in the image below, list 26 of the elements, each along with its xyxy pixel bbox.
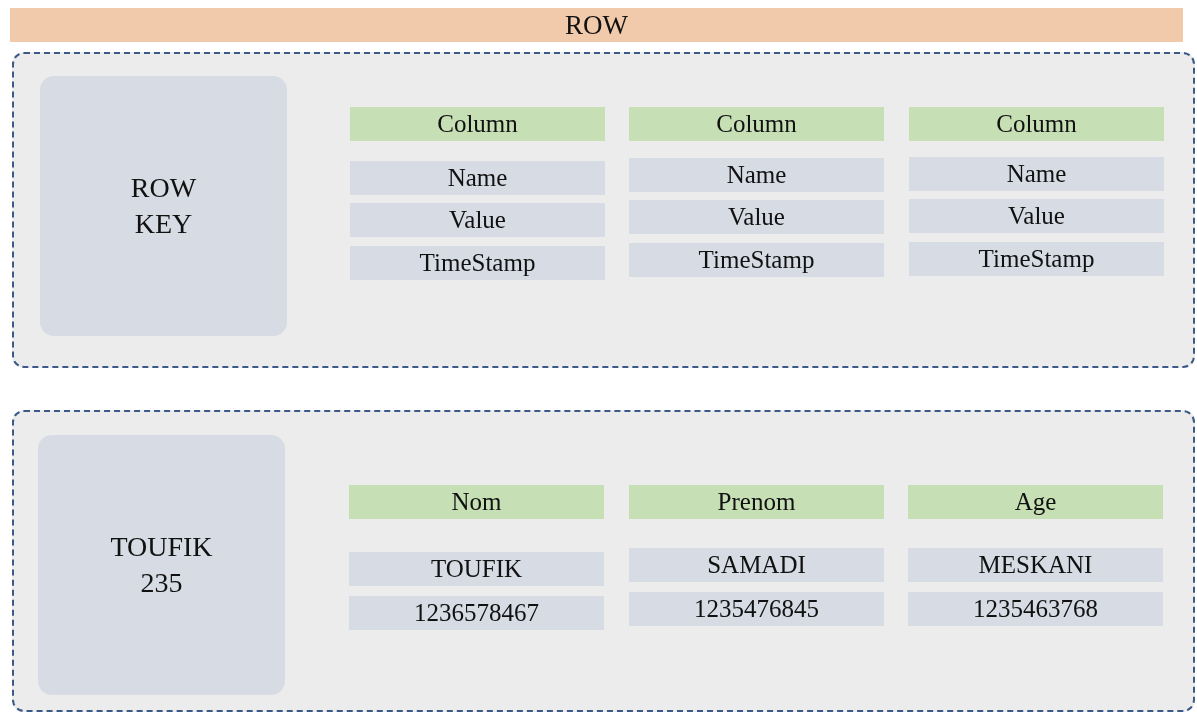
field-cell: SAMADI	[629, 548, 884, 582]
field-cell: Name	[350, 161, 605, 195]
field-cell: TOUFIK	[349, 552, 604, 586]
column-header: Column	[629, 107, 884, 141]
field-cell: Value	[350, 203, 605, 237]
field-cell: Value	[909, 199, 1164, 233]
field-cell: TimeStamp	[629, 243, 884, 277]
column-header: Age	[908, 485, 1163, 519]
column-header: Column	[350, 107, 605, 141]
field-cell: MESKANI	[908, 548, 1163, 582]
field-cell: Name	[629, 158, 884, 192]
column-header: Prenom	[629, 485, 884, 519]
row-container	[12, 52, 1195, 368]
row-key-panel: ROW KEY	[40, 76, 287, 336]
field-cell: TimeStamp	[350, 246, 605, 280]
field-cell: 1235463768	[908, 592, 1163, 626]
row-header-bar: ROW	[10, 8, 1183, 42]
field-cell: 1235476845	[629, 592, 884, 626]
field-cell: TimeStamp	[909, 242, 1164, 276]
column-header: Column	[909, 107, 1164, 141]
row-container	[12, 410, 1195, 712]
field-cell: Value	[629, 200, 884, 234]
row-key-panel: TOUFIK 235	[38, 435, 285, 695]
field-cell: 1236578467	[349, 596, 604, 630]
field-cell: Name	[909, 157, 1164, 191]
column-header: Nom	[349, 485, 604, 519]
